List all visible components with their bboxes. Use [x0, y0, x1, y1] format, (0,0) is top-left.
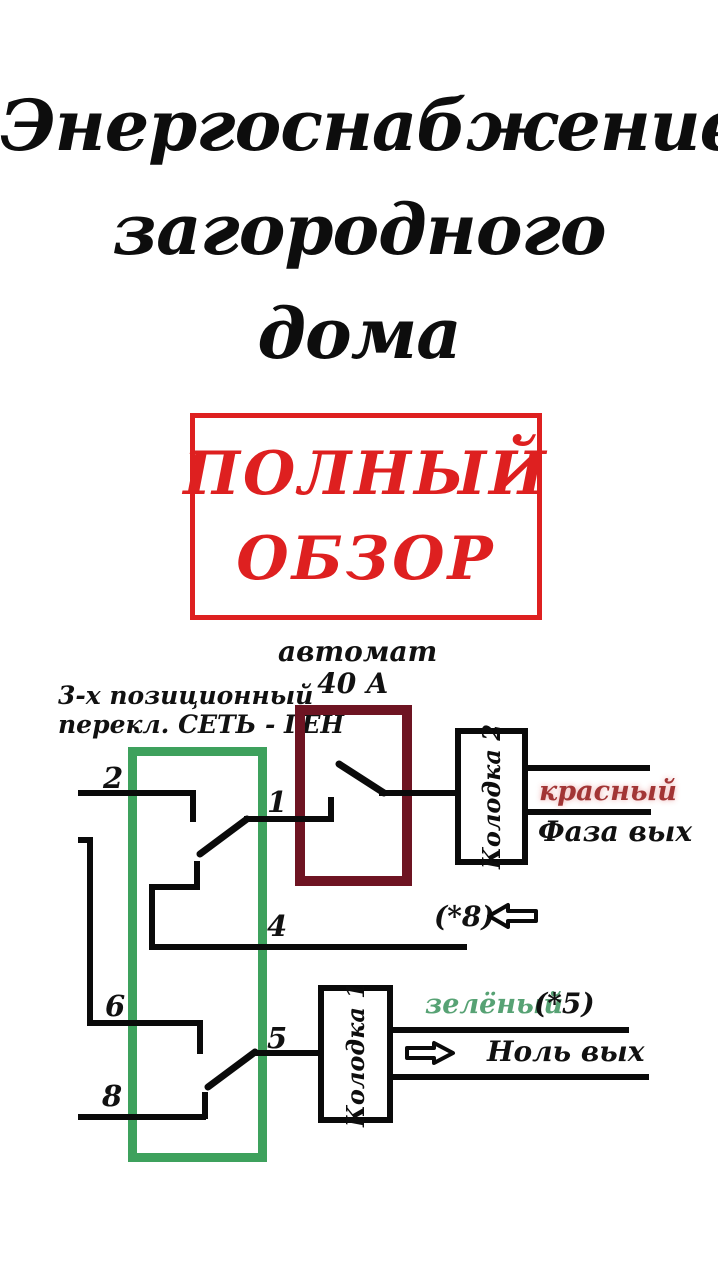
star8-note-label: (*8): [434, 900, 495, 933]
wire-step-horizontal: [149, 884, 200, 890]
star5-note-label: (*5): [534, 987, 595, 1020]
banner-line-1: ПОЛНЫЙ: [183, 438, 549, 509]
wire-4: [149, 944, 467, 950]
terminal-block-1-label: Колодка 1: [341, 981, 371, 1127]
wire-8: [78, 1114, 206, 1120]
wire-neutral-stub: [78, 837, 93, 843]
wire-null-out-green: [393, 1027, 629, 1033]
terminal-5-label: 5: [267, 1021, 288, 1055]
faza-out-label: Фаза вых: [538, 815, 693, 848]
full-review-banner: ПОЛНЫЙ ОБЗОР: [183, 413, 546, 620]
wire-phase-out-red: [528, 765, 650, 771]
breaker-left-contact: [328, 797, 334, 822]
switch-caption-line-1: 3-х позиционный: [58, 681, 314, 710]
wire-neutral-vertical: [87, 837, 93, 1026]
title-line-1: Энергоснабжение: [0, 84, 718, 167]
arrow-right-icon: [405, 1041, 455, 1065]
terminal-block-2-label: Колодка 2: [477, 724, 507, 869]
terminal-6-label: 6: [105, 989, 126, 1023]
wire-2: [78, 790, 196, 796]
wire-phase-out: [528, 809, 651, 815]
wire-1: [244, 816, 334, 822]
wire-step-vertical: [149, 884, 155, 950]
krasny-wire-label: красный: [539, 776, 677, 807]
breaker-caption-line-2: 40 А: [317, 667, 389, 701]
switch-outline-box: [128, 747, 267, 1162]
wire-null-out: [393, 1074, 649, 1080]
switch-pivot-contact-bottom: [202, 1092, 208, 1119]
nol-out-label: Ноль вых: [487, 1035, 645, 1068]
breaker-caption: автомат 40 А: [278, 635, 438, 701]
terminal-4-label: 4: [267, 909, 288, 943]
zeleny-wire-label: зелёный: [425, 989, 564, 1020]
wire-5: [253, 1050, 320, 1056]
switch-pivot-contact-top: [194, 861, 200, 890]
wire-breaker-to-block2: [379, 790, 456, 796]
terminal-1-label: 1: [267, 785, 288, 819]
title-line-2: загородного: [112, 188, 606, 271]
switch-caption: 3-х позиционный перекл. СЕТЬ - ГЕН: [58, 681, 344, 740]
page-title: Энергоснабжение загородного дома: [0, 74, 718, 386]
terminal-2-label: 2: [103, 761, 124, 795]
title-line-3: дома: [257, 292, 461, 375]
switch-caption-line-2: перекл. СЕТЬ - ГЕН: [58, 709, 344, 739]
arrow-left-icon: [487, 903, 538, 929]
terminal-block-2: Колодка 2: [455, 724, 528, 869]
terminal-block-1: Колодка 1: [318, 982, 393, 1126]
wire-6: [87, 1020, 203, 1026]
wire-2-contact: [190, 790, 196, 822]
breaker-caption-line-1: автомат: [278, 635, 438, 668]
terminal-8-label: 8: [102, 1079, 123, 1113]
wire-6-contact: [197, 1020, 203, 1054]
banner-line-2: ОБЗОР: [236, 524, 496, 595]
